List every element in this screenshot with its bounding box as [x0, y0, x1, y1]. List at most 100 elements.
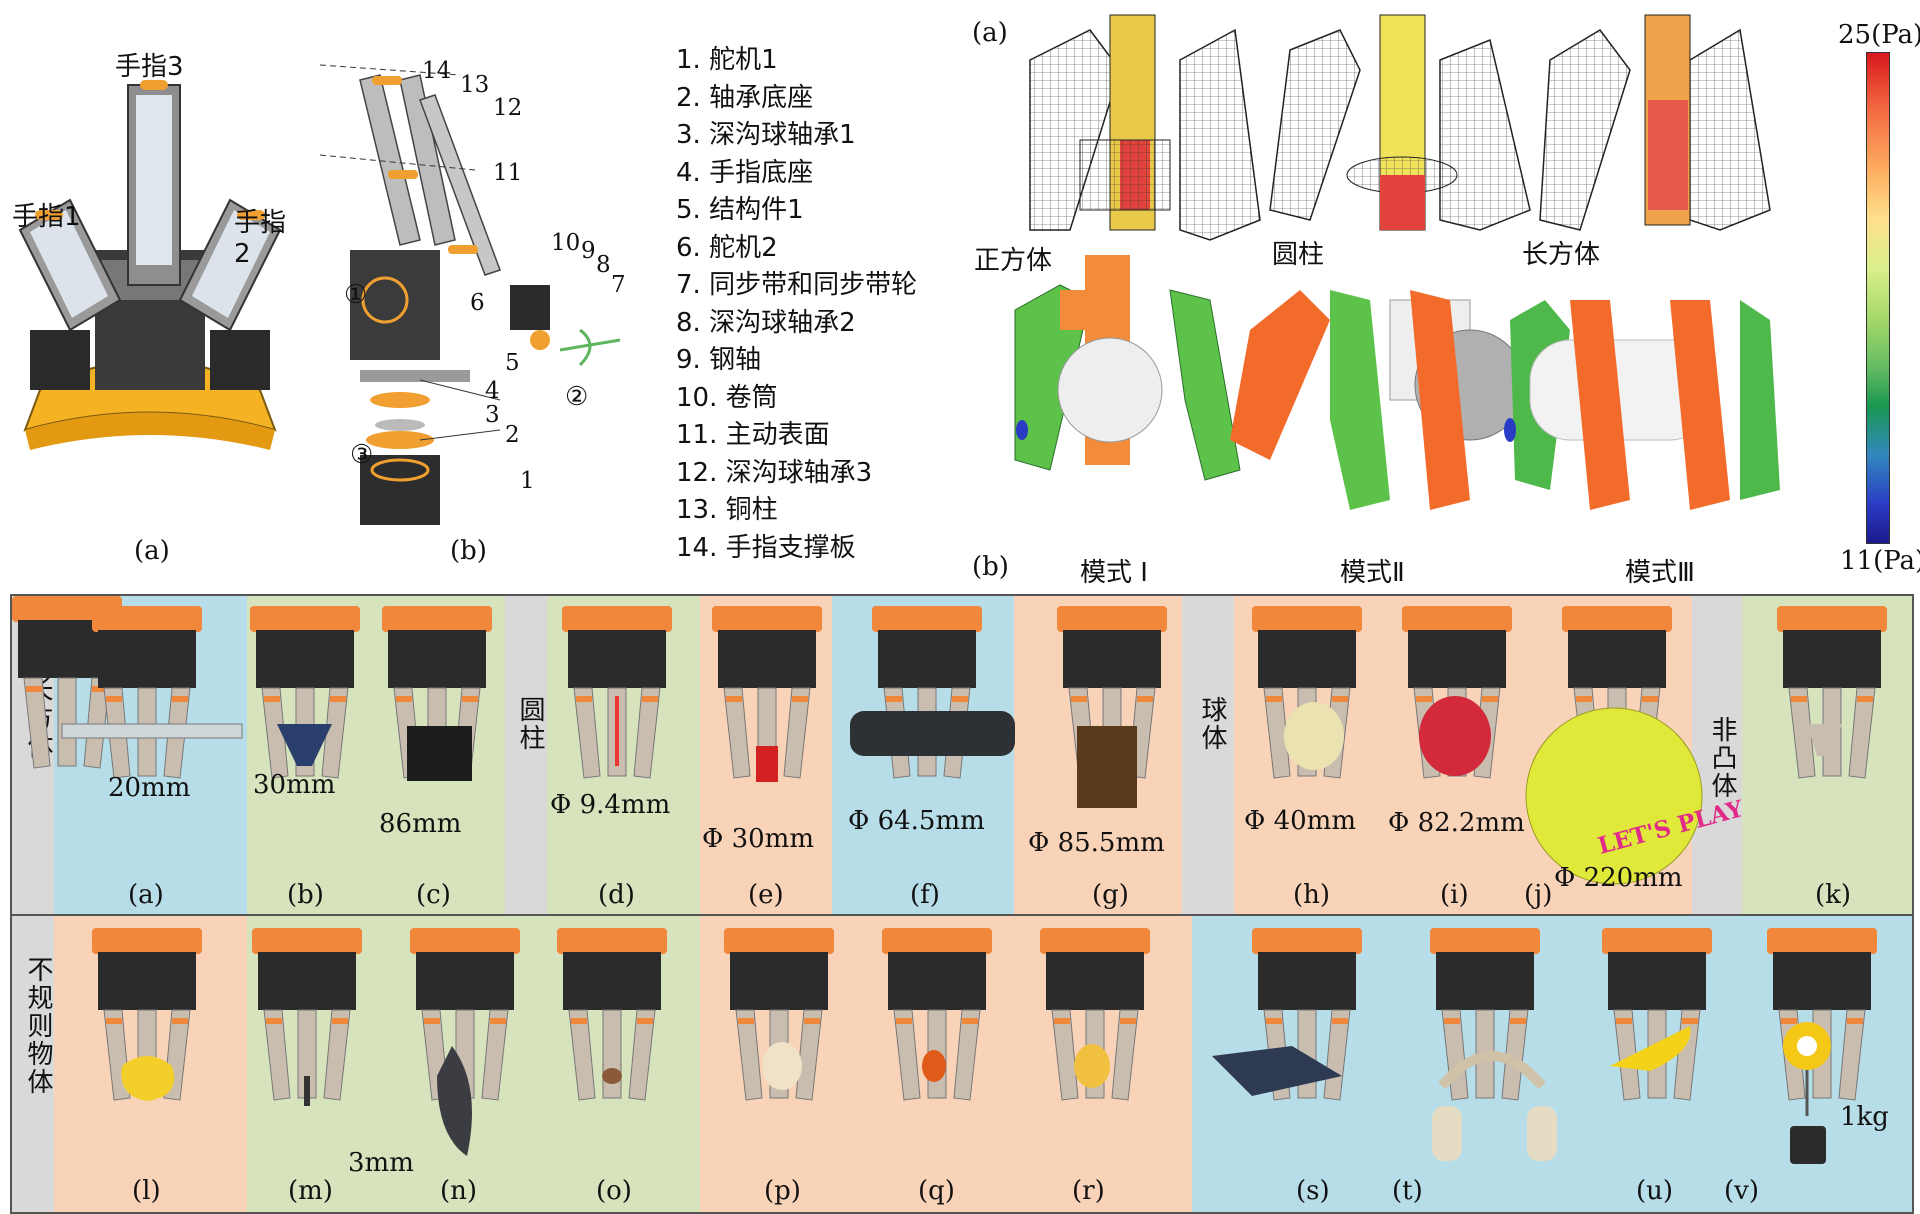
exp-caption-g: (g): [1092, 880, 1129, 910]
group-label-cylinder: 圆柱: [515, 696, 545, 752]
group-label-irregular: 不规则物体: [23, 956, 53, 1096]
measure-3mm: 3mm: [348, 1148, 414, 1178]
part-number-12: 12: [493, 95, 523, 121]
gripper-photo: [12, 596, 122, 769]
gripper-photos: [12, 596, 1888, 1164]
stress-label-a: (a): [972, 18, 1008, 48]
part-item: 1. 舵机1: [676, 45, 778, 75]
exp-caption-a: (a): [128, 880, 164, 910]
mode-label-2: 模式Ⅱ: [1340, 558, 1405, 588]
exp-caption-b: (b): [287, 880, 324, 910]
exp-caption-v: (v): [1724, 1176, 1759, 1206]
experiments-table: 长方体 圆柱 球体 非凸体 不规则物体: [10, 594, 1914, 1214]
exp-caption-j: (j): [1524, 880, 1553, 910]
finger-1-label: 手指1: [12, 202, 81, 232]
part-item: 8. 深沟球轴承2: [676, 307, 856, 338]
stress-gripper-mode3: [1504, 300, 1780, 510]
circled-2: ②: [565, 382, 589, 412]
stress-illustration: [1014, 14, 1780, 510]
exp-caption-d: (d): [598, 880, 635, 910]
exp-caption-n: (n): [440, 1176, 478, 1206]
part-number-3: 3: [485, 402, 500, 428]
shape-label-cylinder: 圆柱: [1272, 240, 1325, 270]
wire-gripper-cuboid: [1539, 14, 1771, 231]
measure-d30mm: Φ 30mm: [702, 824, 814, 854]
part-item: 10. 卷筒: [676, 382, 778, 413]
wire-gripper-cube: [1029, 14, 1261, 241]
part-number-10: 10: [551, 230, 581, 256]
group-label-sphere: 球体: [1197, 696, 1227, 752]
exploded-view-figure: 14 13 12 11 10 9 8 7 6 5 4 3 2 1 ① ② ③ (…: [300, 40, 640, 566]
stress-simulation-figure: (a) (b): [970, 0, 1920, 590]
part-number-14: 14: [422, 58, 452, 84]
mode-label-1: 模式 Ⅰ: [1080, 558, 1148, 588]
part-item: 5. 结构件1: [676, 195, 804, 225]
parts-list: 1. 舵机1 2. 轴承底座 3. 深沟球轴承1 4. 手指底座 5. 结构件1…: [676, 42, 917, 567]
part-item: 4. 手指底座: [676, 157, 814, 188]
exp-caption-k: (k): [1815, 880, 1852, 910]
exp-caption-o: (o): [596, 1176, 632, 1206]
part-item: 12. 深沟球轴承3: [676, 457, 873, 488]
exp-caption-i: (i): [1440, 880, 1469, 910]
exp-caption-q: (q): [918, 1176, 955, 1206]
exp-caption-s: (s): [1296, 1176, 1330, 1206]
exp-caption-f: (f): [910, 880, 940, 910]
measure-d220mm: Φ 220mm: [1554, 863, 1683, 893]
part-number-5: 5: [505, 350, 520, 376]
part-number-7: 7: [611, 272, 626, 298]
stress-gripper-mode2: [1230, 290, 1526, 510]
measure-20mm: 20mm: [108, 773, 191, 803]
exp-caption-r: (r): [1072, 1176, 1105, 1206]
exp-caption-h: (h): [1293, 880, 1331, 910]
measure-d64.5mm: Φ 64.5mm: [848, 806, 985, 836]
part-number-1: 1: [520, 468, 535, 494]
measure-d85.5mm: Φ 85.5mm: [1028, 828, 1165, 858]
part-number-11: 11: [493, 160, 523, 186]
part-item: 6. 舵机2: [676, 232, 778, 263]
colorbar: [1866, 52, 1890, 544]
assembled-gripper-figure: 手指3 手指1 手指2: [0, 0, 300, 470]
caption-b-exploded: (b): [450, 536, 487, 566]
part-item: 11. 主动表面: [676, 420, 830, 450]
exp-caption-e: (e): [748, 880, 784, 910]
part-number-8: 8: [596, 252, 611, 278]
part-number-6: 6: [470, 290, 485, 316]
measure-86mm: 86mm: [379, 809, 462, 839]
stress-gripper-mode1: [1014, 255, 1241, 481]
measure-d82.2mm: Φ 82.2mm: [1388, 808, 1525, 838]
part-item: 14. 手指支撑板: [676, 532, 856, 563]
part-number-13: 13: [460, 72, 490, 98]
measure-d40mm: Φ 40mm: [1244, 806, 1356, 836]
measure-d9.4mm: Φ 9.4mm: [550, 790, 671, 820]
wire-gripper-cylinder: [1269, 14, 1531, 231]
measure-1kg: 1kg: [1840, 1102, 1889, 1132]
measure-30mm: 30mm: [253, 770, 336, 800]
exp-caption-c: (c): [416, 880, 451, 910]
shape-label-cube: 正方体: [974, 246, 1053, 276]
part-number-2: 2: [505, 422, 520, 448]
part-item: 13. 铜柱: [676, 495, 778, 525]
part-item: 9. 钢轴: [676, 345, 762, 375]
colorbar-min: 11(Pa): [1840, 546, 1920, 576]
circled-1: ①: [344, 280, 368, 310]
exp-caption-u: (u): [1636, 1176, 1674, 1206]
mode-label-3: 模式Ⅲ: [1625, 558, 1695, 588]
exploded-view-illustration: [319, 64, 621, 525]
colorbar-max: 25(Pa): [1838, 20, 1920, 50]
part-item: 2. 轴承底座: [676, 82, 814, 113]
circled-3: ③: [350, 440, 374, 470]
part-item: 3. 深沟球轴承1: [676, 120, 856, 150]
exp-caption-m: (m): [288, 1176, 333, 1206]
part-item: 7. 同步带和同步带轮: [676, 270, 918, 300]
exp-caption-t: (t): [1392, 1176, 1423, 1206]
caption-a-assembled: (a): [134, 536, 170, 566]
finger-2-label: 手指2: [234, 208, 287, 269]
shape-label-cuboid: 长方体: [1522, 240, 1601, 270]
part-number-4: 4: [485, 378, 500, 404]
group-label-nonconvex: 非凸体: [1707, 716, 1737, 800]
stress-label-b: (b): [972, 552, 1009, 582]
part-number-9: 9: [581, 238, 596, 264]
exp-caption-p: (p): [764, 1176, 801, 1206]
exp-caption-l: (l): [132, 1176, 161, 1206]
finger-3-label: 手指3: [115, 52, 184, 82]
